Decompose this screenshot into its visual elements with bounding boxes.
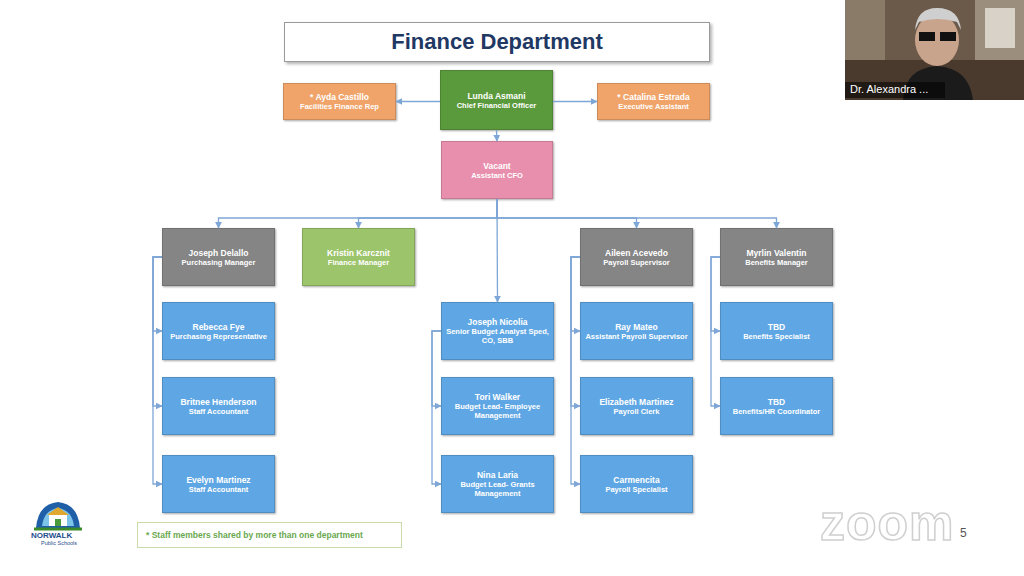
reporting-line — [497, 199, 777, 228]
org-box: Joseph DelalloPurchasing Manager — [162, 228, 275, 286]
reporting-line — [711, 257, 720, 406]
job-title: Staff Accountant — [189, 485, 249, 494]
org-box: * Ayda CastilloFacilities Finance Rep — [283, 83, 396, 120]
org-box: Joseph NicoliaSenior Budget Analyst Sped… — [441, 302, 554, 360]
org-box: Myrlin ValentinBenefits Manager — [720, 228, 833, 286]
job-title: Assistant CFO — [471, 171, 523, 180]
reporting-line — [496, 199, 498, 302]
job-title: Purchasing Representative — [170, 332, 267, 341]
reporting-line — [553, 101, 597, 102]
person-name: Joseph Delallo — [189, 248, 249, 258]
zoom-watermark: zoom — [820, 494, 955, 552]
person-name: Joseph Nicolia — [468, 317, 528, 327]
org-box: Britnee HendersonStaff Accountant — [162, 377, 275, 435]
org-box: Nina LariaBudget Lead- Grants Management — [441, 455, 554, 513]
school-logo — [32, 498, 84, 532]
org-box: Rebecca FyePurchasing Representative — [162, 302, 275, 360]
reporting-line — [711, 257, 720, 331]
job-title: Facilities Finance Rep — [300, 102, 379, 111]
org-box: Ray MateoAssistant Payroll Supervisor — [580, 302, 693, 360]
person-name: Rebecca Fye — [193, 322, 245, 332]
reporting-line — [571, 257, 580, 331]
reporting-line — [432, 331, 441, 406]
job-title: Executive Assistant — [618, 102, 689, 111]
person-name: Vacant — [483, 161, 510, 171]
org-box: Elizabeth MartinezPayroll Clerk — [580, 377, 693, 435]
logo-subtext: Public Schools — [41, 540, 77, 546]
job-title: Assistant Payroll Supervisor — [585, 332, 687, 341]
person-name: Aileen Acevedo — [605, 248, 668, 258]
person-name: Lunda Asmani — [467, 91, 525, 101]
person-name: Nina Laria — [477, 470, 518, 480]
job-title: Payroll Specialist — [605, 485, 667, 494]
person-name: Myrlin Valentin — [747, 248, 807, 258]
job-title: Budget Lead- Grants Management — [446, 480, 549, 498]
reporting-line — [396, 101, 440, 102]
person-name: Ray Mateo — [615, 322, 658, 332]
person-name: Tori Walker — [475, 392, 520, 402]
reporting-line — [153, 257, 162, 484]
person-name: * Staff members shared by more than one … — [146, 530, 363, 540]
org-box: Kristin KarcznitFinance Manager — [302, 228, 415, 286]
person-name: Kristin Karcznit — [327, 248, 390, 258]
job-title: Senior Budget Analyst Sped, CO, SBB — [446, 327, 549, 345]
reporting-line — [219, 199, 498, 228]
reporting-line — [153, 257, 162, 331]
logo-text: NORWALK — [31, 531, 72, 540]
person-name: * Catalina Estrada — [617, 92, 689, 102]
footnote-box: * Staff members shared by more than one … — [137, 522, 402, 548]
title-box: Finance Department — [284, 22, 710, 62]
job-title: Benefits Manager — [745, 258, 808, 267]
org-box: Tori WalkerBudget Lead- Employee Managem… — [441, 377, 554, 435]
org-box: Lunda AsmaniChief Financial Officer — [440, 70, 553, 130]
job-title: Purchasing Manager — [182, 258, 256, 267]
job-title: Chief Financial Officer — [457, 101, 537, 110]
reporting-line — [359, 199, 498, 228]
job-title: Finance Manager — [328, 258, 389, 267]
reporting-line — [432, 331, 441, 484]
job-title: Payroll Clerk — [614, 407, 660, 416]
person-name: Carmencita — [613, 475, 659, 485]
reporting-line — [571, 257, 580, 484]
org-box: Aileen AcevedoPayroll Supervisor — [580, 228, 693, 286]
person-name: TBD — [768, 322, 785, 332]
org-box: * Catalina EstradaExecutive Assistant — [597, 83, 710, 120]
person-name: TBD — [768, 397, 785, 407]
job-title: Staff Accountant — [189, 407, 249, 416]
reporting-line — [153, 257, 162, 406]
reporting-line — [496, 130, 498, 141]
org-box: VacantAssistant CFO — [441, 141, 553, 199]
person-name: Evelyn Martinez — [186, 475, 250, 485]
job-title: Benefits Specialist — [743, 332, 810, 341]
participant-name: Dr. Alexandra ... — [850, 83, 928, 95]
reporting-line — [497, 199, 637, 228]
job-title: Benefits/HR Coordinator — [733, 407, 821, 416]
reporting-line — [571, 257, 580, 406]
job-title: Budget Lead- Employee Management — [446, 402, 549, 420]
org-box: CarmencitaPayroll Specialist — [580, 455, 693, 513]
person-name: Britnee Henderson — [180, 397, 256, 407]
org-box: Evelyn MartinezStaff Accountant — [162, 455, 275, 513]
person-name: Elizabeth Martinez — [599, 397, 673, 407]
page-number: 5 — [960, 526, 967, 540]
job-title: Payroll Supervisor — [603, 258, 669, 267]
title-text: Finance Department — [391, 29, 603, 55]
org-box: TBDBenefits Specialist — [720, 302, 833, 360]
person-name: * Ayda Castillo — [310, 92, 369, 102]
org-box: TBDBenefits/HR Coordinator — [720, 377, 833, 435]
